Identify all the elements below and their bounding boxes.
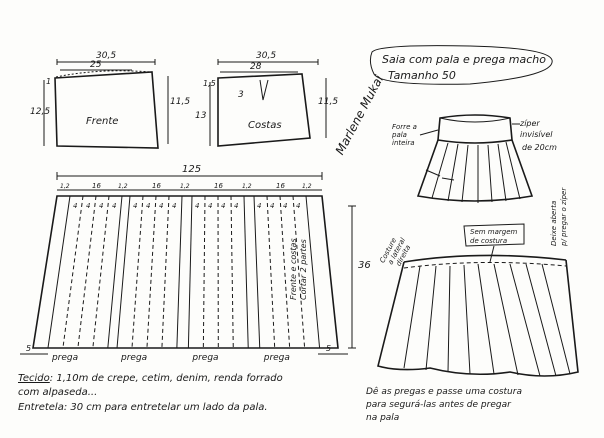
pleat-sub-width-label: 4 [195,202,199,210]
pleat-fold-line [146,195,157,349]
pleat-edge-line [47,195,71,349]
no-margin-label-1: Sem margem [470,228,518,236]
pleat-sub-width-label: 4 [257,202,261,210]
pleat-label: prega [120,353,147,363]
zip-label-2: invisível [520,130,553,139]
front-yoke-top-width: 25 [90,60,102,70]
edge-small-label: 1,2 [302,183,312,190]
title-line-1: Saia com pala e prega macho [382,53,546,66]
skirt-fold-note-1: Frente e costas [289,238,298,300]
pleat-width-label: 16 [152,182,161,190]
signature: Marlene Mukai [333,72,387,157]
illustration-label-3: inteira [392,139,415,147]
instructions-line-3: na pala [366,413,400,423]
front-yoke-top-offset: 1 [46,77,51,86]
back-yoke-left-side: 13 [195,111,207,121]
instructions-line-1: Dê as pregas e passe uma costura [366,387,522,397]
back-yoke-right-side: 11,5 [318,97,338,107]
front-yoke-right-side: 11,5 [170,97,190,107]
front-yoke-left-side: 12,5 [30,107,50,117]
pleat-fold-line [279,195,291,349]
title-block: Saia com pala e prega macho Tamanho 50 [369,45,553,85]
pleat-sub-width-label: 4 [283,202,287,210]
pleat-edge-line [187,195,193,349]
pleat-sub-width-label: 4 [133,202,137,210]
front-yoke-piece: 30,5 25 12,5 1 11,5 Frente [30,51,190,149]
instructions-line-2: para segurá-las antes de pregar [366,400,511,410]
pleat-sub-width-label: 4 [234,202,238,210]
illustration-label-2: pala [391,131,407,139]
pleat-fold-line [92,195,110,349]
edge-small-label: 1,2 [180,183,190,190]
fabric-note: Tecido: 1,10m de crepe, cetim, denim, re… [18,372,283,385]
skirt-height: 36 [358,260,371,271]
edge-small-label: 1,2 [118,183,128,190]
pleat-sub-width-label: 4 [208,202,212,210]
pleat-sub-width-label: 4 [146,202,150,210]
pleat-edge-line [305,195,321,349]
pleat-fold-line [230,195,234,349]
pleat-label: prega [51,353,78,363]
fabric-note-line-2: com alpaseda... [18,387,98,398]
pleat-fold-line [292,195,306,349]
back-yoke-top-offset: 1,5 [203,79,216,88]
title-line-2: Tamanho 50 [388,69,456,82]
skirt-total-width: 125 [182,164,201,175]
back-yoke-label: Costas [248,120,282,131]
pleat-label: prega [263,353,290,363]
pleat-sub-width-label: 4 [172,202,176,210]
pleat-sub-width-label: 4 [296,202,300,210]
skirt-pattern-piece: 125 36 16 4 4 4 4 prega 16 4 4 4 4 prega 16 4 4 4 4 prega… [20,164,371,363]
pleat-width-label: 16 [214,182,223,190]
seam-illustration: Sem margem de costura Costure a lateral … [377,187,579,377]
pleat-fold-line [77,195,97,349]
pleat-edge-line [253,195,261,349]
pleat-divisions: 16 4 4 4 4 prega 16 4 4 4 4 prega 16 4 4 4 4 prega 16 4 4 4 4 p… [47,182,321,363]
front-yoke-label: Frente [86,116,118,127]
no-margin-label-2: de costura [470,237,507,245]
zip-open-label-2: p/ pregar o zíper [560,187,568,247]
back-yoke-dart: 3 [238,90,244,100]
pleat-edge-line [107,195,123,349]
pleat-sub-width-label: 4 [86,202,90,210]
back-yoke-total-width: 30,5 [256,51,276,61]
pleat-edge-line [243,195,249,349]
pleat-fold-line [131,195,144,349]
pleat-fold-line [161,195,170,349]
pleat-fold-line [202,195,206,349]
pleat-sub-width-label: 4 [159,202,163,210]
pleat-sub-width-label: 4 [73,202,77,210]
pleat-sub-width-label: 4 [112,202,116,210]
pleat-width-label: 16 [276,182,285,190]
pleat-sub-width-label: 4 [99,202,103,210]
back-yoke-piece: 30,5 28 1,5 13 11,5 3 Costas [195,51,338,147]
skirt-illustration: Forre a pala inteira zíper invisível de … [391,114,557,203]
pleat-fold-line [266,195,276,349]
pleat-sub-width-label: 4 [221,202,225,210]
back-yoke-top-width: 28 [250,62,262,72]
interfacing-note: Entretela: 30 cm para entretelar um lado… [18,402,268,413]
skirt-hem-extra-left: 5 [26,344,31,353]
pleat-edge-line [116,195,131,349]
zip-open-label-1: Deixe aberta [550,201,558,246]
edge-small-label: 1,2 [242,183,252,190]
zip-label-1: zíper [519,119,540,128]
zip-label-3: de 20cm [522,143,557,152]
skirt-hem-extra-right: 5 [326,344,331,353]
skirt-fold-note-2: Cortar 2 partes [299,239,308,300]
pleat-sub-width-label: 4 [270,202,274,210]
fabric-label: Tecido [18,373,50,384]
pleat-fold-line [62,195,84,349]
pleat-edge-line [176,195,183,349]
illustration-label-1: Forre a [392,123,417,131]
edge-small-label: 1,2 [60,183,70,190]
fabric-text: : 1,10m de crepe, cetim, denim, renda fo… [49,373,283,384]
pleat-width-label: 16 [92,182,101,190]
pleat-label: prega [191,353,218,363]
front-yoke-total-width: 30,5 [96,51,116,61]
